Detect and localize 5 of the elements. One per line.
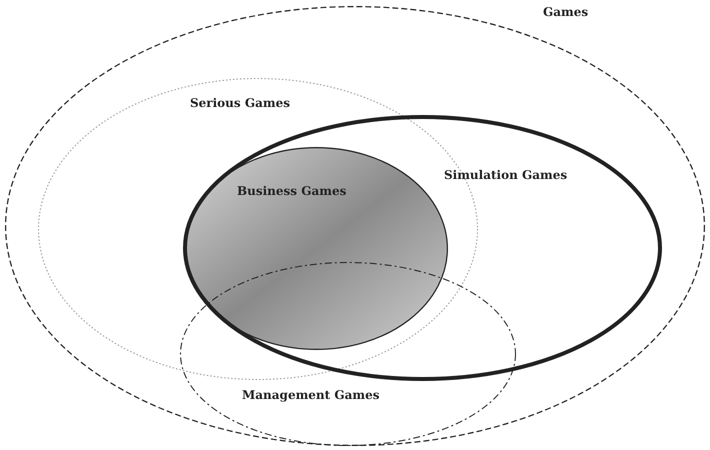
set-label: Management Games: [242, 388, 380, 402]
set-label: Games: [543, 5, 588, 19]
set-label: Business Games: [237, 184, 346, 198]
set-label: Simulation Games: [444, 168, 568, 182]
set-label: Serious Games: [190, 96, 290, 110]
